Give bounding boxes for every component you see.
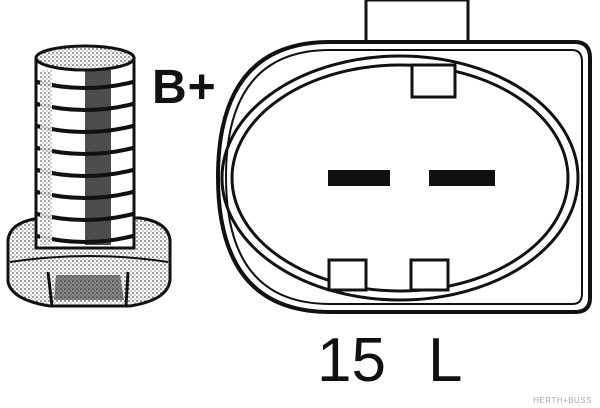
pin-15 xyxy=(328,170,390,186)
bolt-stud-icon xyxy=(6,44,172,308)
brand-watermark: HERTH+BUSS xyxy=(533,396,592,405)
b-plus-label: B+ xyxy=(152,61,217,114)
bottom-key-right xyxy=(409,258,450,292)
bottom-key-left xyxy=(327,258,368,292)
pin-l-label: L xyxy=(428,326,463,395)
top-latch xyxy=(364,0,470,44)
pin-15-label: 15 xyxy=(317,326,386,395)
pin-l xyxy=(429,170,495,186)
connector-housing xyxy=(215,0,592,314)
top-key-notch xyxy=(410,63,457,99)
